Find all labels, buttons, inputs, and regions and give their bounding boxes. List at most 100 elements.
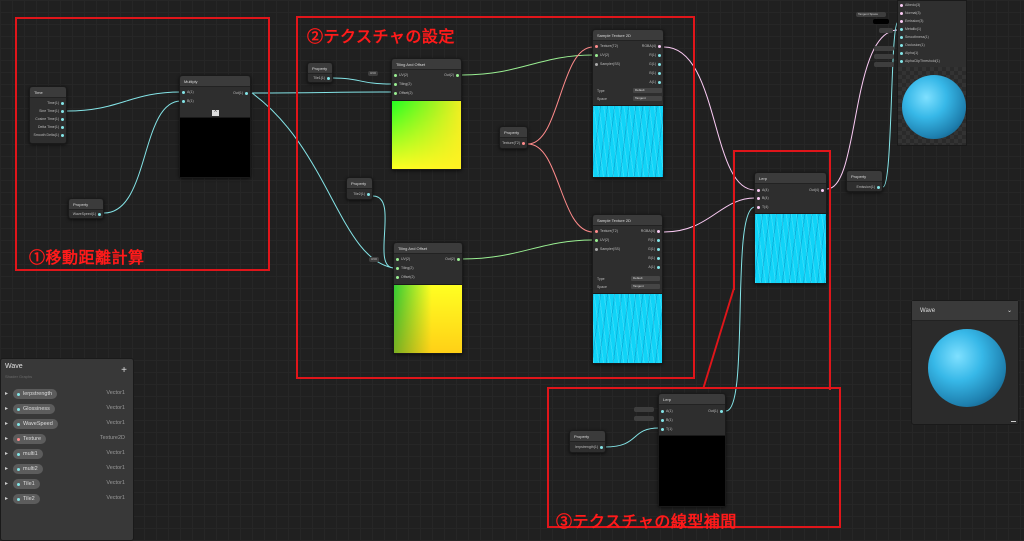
- blackboard-property-row[interactable]: ▸ Texture Texture2D: [1, 433, 135, 446]
- blackboard-property-row[interactable]: ▸ Tile1 Vector1: [1, 478, 135, 491]
- port-dot[interactable]: [900, 19, 903, 23]
- property-pill[interactable]: Texture: [13, 434, 47, 444]
- expand-arrow-icon[interactable]: ▸: [5, 466, 9, 472]
- port-offset[interactable]: Offset(2): [392, 90, 413, 97]
- property-node-tile2[interactable]: Property Tile2(1): [346, 177, 373, 200]
- port-dot[interactable]: [821, 189, 824, 192]
- port-dot[interactable]: [657, 257, 660, 260]
- property-pill[interactable]: Tile2: [13, 494, 40, 504]
- port-dot[interactable]: [245, 92, 248, 95]
- port-sampler[interactable]: Sampler(SS): [593, 246, 620, 253]
- port-dot[interactable]: [657, 239, 660, 242]
- port-dot[interactable]: [900, 43, 903, 47]
- port-dot[interactable]: [61, 118, 64, 121]
- port-dot[interactable]: [757, 197, 760, 200]
- property-node-emission[interactable]: Property Emission(1): [846, 170, 883, 192]
- port-smooth-delta[interactable]: Smooth Delta(1): [34, 132, 66, 139]
- port-dot[interactable]: [98, 213, 101, 216]
- port-dot[interactable]: [457, 258, 460, 261]
- port-t[interactable]: T(1): [659, 426, 672, 433]
- port-dot[interactable]: [658, 81, 661, 84]
- port-dot[interactable]: [327, 77, 330, 80]
- tangent-space-chip[interactable]: Tangent Space: [856, 12, 886, 17]
- port-dot[interactable]: [595, 63, 598, 66]
- port-b[interactable]: B(1): [649, 70, 663, 77]
- port-dot[interactable]: [61, 110, 64, 113]
- port-b[interactable]: B(4): [755, 195, 769, 202]
- port-texture[interactable]: Texture(T2): [502, 140, 527, 147]
- expand-arrow-icon[interactable]: ▸: [5, 436, 9, 442]
- space-dropdown[interactable]: Tangent: [633, 96, 662, 101]
- port-dot[interactable]: [61, 102, 64, 105]
- port-dot[interactable]: [658, 63, 661, 66]
- expand-arrow-icon[interactable]: ▸: [5, 496, 9, 502]
- port-dot[interactable]: [396, 267, 399, 270]
- port-uv[interactable]: UV(2): [394, 256, 410, 263]
- blackboard-property-row[interactable]: ▸ WaveSpeed Vector1: [1, 418, 135, 431]
- property-pill[interactable]: Glossiness: [13, 404, 55, 414]
- port-cosine-time[interactable]: Cosine Time(1): [35, 116, 66, 123]
- port-out[interactable]: Out(4): [809, 187, 826, 194]
- port-dot[interactable]: [595, 230, 598, 233]
- a-value-chip[interactable]: [634, 407, 654, 412]
- port-dot[interactable]: [595, 239, 598, 242]
- value-chip[interactable]: [874, 54, 894, 59]
- master-port-alpha-clip[interactable]: AlphaClipThreshold(1): [898, 57, 940, 65]
- main-preview-header[interactable]: Wave ⌄: [912, 301, 1018, 321]
- master-port-metallic[interactable]: Metallic(1): [898, 25, 921, 33]
- expand-arrow-icon[interactable]: ▸: [5, 451, 9, 457]
- tiling-offset-node-2[interactable]: Tiling And Offset UV(2) Tiling(2) Offset…: [393, 242, 463, 354]
- port-a[interactable]: A(1): [180, 89, 194, 96]
- property-node-texture[interactable]: Property Texture(T2): [499, 126, 528, 149]
- property-pill[interactable]: multi2: [13, 464, 43, 474]
- port-a[interactable]: A(1): [649, 79, 663, 86]
- uv-chip[interactable]: UV0: [368, 71, 378, 76]
- master-port-normal[interactable]: Normal(3): [898, 9, 921, 17]
- space-dropdown[interactable]: Tangent: [631, 284, 660, 289]
- port-emission[interactable]: Emission(1): [857, 184, 882, 191]
- port-out[interactable]: Out(1): [708, 408, 725, 415]
- master-port-alpha[interactable]: Alpha(1): [898, 49, 918, 57]
- blackboard-property-row[interactable]: ▸ Tile2 Vector1: [1, 493, 135, 506]
- port-dot[interactable]: [900, 35, 903, 39]
- port-a[interactable]: A(1): [659, 408, 673, 415]
- port-b[interactable]: B(1): [659, 417, 673, 424]
- port-uv[interactable]: UV(2): [593, 237, 609, 244]
- port-rgba[interactable]: RGBA(4): [642, 43, 663, 50]
- port-rgba[interactable]: RGBA(4): [641, 228, 662, 235]
- uv-chip[interactable]: UV0: [369, 257, 379, 262]
- color-swatch[interactable]: [873, 19, 889, 24]
- port-g[interactable]: G(1): [648, 246, 662, 253]
- port-dot[interactable]: [657, 266, 660, 269]
- port-dot[interactable]: [877, 186, 880, 189]
- port-dot[interactable]: [396, 276, 399, 279]
- port-dot[interactable]: [661, 410, 664, 413]
- port-tiling[interactable]: Tiling(2): [394, 265, 414, 272]
- property-pill[interactable]: WaveSpeed: [13, 419, 58, 429]
- port-dot[interactable]: [900, 11, 903, 15]
- port-r[interactable]: R(1): [649, 52, 663, 59]
- collapse-preview-button[interactable]: ^: [212, 110, 219, 116]
- port-dot[interactable]: [595, 54, 598, 57]
- expand-arrow-icon[interactable]: ▸: [5, 481, 9, 487]
- value-chip[interactable]: [874, 62, 894, 67]
- resize-handle-icon[interactable]: [1011, 421, 1016, 422]
- multiply-node[interactable]: Multiply A(1) B(1) Out(1) ^: [179, 75, 251, 178]
- port-dot[interactable]: [595, 248, 598, 251]
- port-lerpstrength[interactable]: lerpstrength(1): [575, 444, 605, 451]
- port-dot[interactable]: [456, 74, 459, 77]
- master-node[interactable]: Albedo(3) Normal(3) Emission(3) Metallic…: [897, 0, 967, 146]
- port-dot[interactable]: [757, 189, 760, 192]
- type-dropdown[interactable]: Default: [633, 88, 662, 93]
- port-r[interactable]: R(1): [648, 237, 662, 244]
- port-a[interactable]: A(4): [755, 187, 769, 194]
- lerp-node-2[interactable]: Lerp A(1) B(1) T(1) Out(1): [658, 393, 726, 507]
- port-dot[interactable]: [657, 230, 660, 233]
- port-dot[interactable]: [658, 72, 661, 75]
- port-tiling[interactable]: Tiling(2): [392, 81, 412, 88]
- port-dot[interactable]: [661, 428, 664, 431]
- value-chip[interactable]: [874, 46, 894, 51]
- port-dot[interactable]: [182, 100, 185, 103]
- value-chip[interactable]: [879, 28, 893, 33]
- property-pill[interactable]: lerpstrength: [13, 389, 58, 399]
